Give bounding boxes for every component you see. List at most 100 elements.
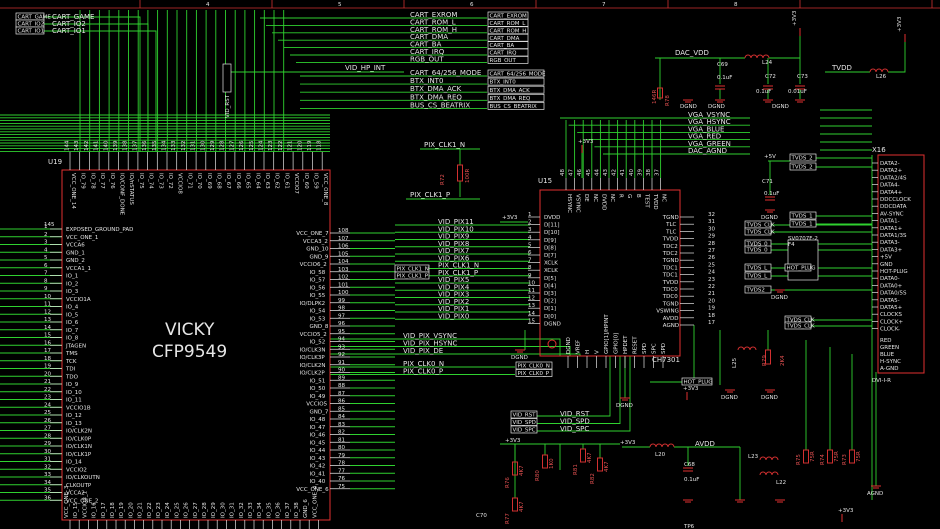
u15-left-label: D[11] (544, 223, 560, 229)
wire (44, 16, 141, 152)
u15-top-num: 42 (612, 169, 618, 176)
u19-right-num: 82 (338, 430, 345, 436)
tvds-flag: HOT_PLUG (784, 263, 815, 272)
pix-net-label: VID_PIX8 (438, 240, 469, 248)
cart-flag-right: RGB_OUT (487, 56, 529, 64)
tvds-flag: TVDS_1 (789, 211, 817, 220)
wire (888, 42, 906, 73)
u19-right-label: GND_10 (306, 247, 329, 253)
ruler-col-5: 5 (338, 2, 342, 8)
u19-left-label: IO_8 (66, 336, 79, 342)
r72-value: 100R (465, 169, 471, 183)
u19-right-label: IO_57 (310, 278, 326, 284)
tvds-flag: TVDS_1 (789, 219, 817, 228)
tvds-flag: TVDS_L (744, 271, 772, 280)
u19-pin-145: 145 (44, 222, 55, 228)
resistor-body (803, 449, 809, 464)
u19-bottom-label: IO_31 (230, 502, 236, 518)
power-label: +3V3 (897, 16, 903, 32)
c68-capacitor (683, 467, 693, 472)
resistor-body (765, 349, 771, 365)
ground-symbol (735, 499, 745, 503)
vga-net-label: VGA_VSYNC (688, 111, 730, 119)
tvds-flag-box (744, 227, 772, 236)
u15-bottom-label: VREF (576, 340, 582, 354)
u15-left-label: D[4] (544, 283, 556, 289)
cart-net-label: CART_GAME (52, 13, 94, 21)
termination-resistor (849, 449, 855, 464)
tvds-flag-text: TVDS_1 (791, 214, 813, 220)
u19-left-label: JTAGEN (65, 343, 86, 349)
u19-right-label: IO_53 (310, 316, 326, 322)
u15-right-label: TGND (662, 215, 679, 221)
ground-symbol: DGND (616, 397, 633, 409)
ctrl-net-label: VID_SPC (560, 425, 589, 433)
ground-symbol: DGND (511, 349, 528, 361)
u19-bottom-label: IO_18 (110, 502, 116, 518)
pix-net-label: VID_PIX11 (438, 218, 474, 226)
pix-net-label: VID_PIX4 (438, 283, 470, 291)
u19-top-num: 118 (317, 140, 323, 151)
u19-left-num: 23 (44, 395, 51, 401)
power-label: +3V3 (838, 508, 854, 514)
u19-right-num: 75 (338, 484, 345, 490)
u15-right-label: TDC2 (662, 244, 678, 250)
tvds-flag: TVDS_L (744, 263, 772, 272)
u19-left-num: 18 (44, 356, 51, 362)
termination-value: 75R (856, 451, 862, 462)
mid-net-label: BTX_INT0 (410, 77, 443, 85)
u19-bottom-label: IO_27 (193, 502, 199, 518)
u19-top-num: 141 (94, 141, 100, 152)
tvdd-label: TVDD (831, 64, 852, 72)
u19-top-num: 136 (142, 140, 148, 151)
u15-right-label: TDC0 (662, 294, 678, 300)
x16-pin-label: CLOCKS (880, 312, 902, 318)
clk0-flag-box (515, 361, 553, 370)
u19-right-label: IO_52 (310, 340, 326, 346)
termination-value: 75R (834, 451, 840, 462)
u15-right-num: 31 (708, 219, 715, 225)
u15-left-label: D[1] (544, 306, 556, 312)
cart-flag-left: CART_IO2 (15, 19, 45, 28)
u19-left-label: VCCA2 (66, 491, 85, 497)
vid-rst-flag (222, 63, 232, 93)
pullup-value: 4K7 (587, 452, 593, 463)
u19-bottom-label: IO_36 (276, 502, 282, 518)
tvds-flag-text: TVDS_0 (746, 248, 769, 254)
u19-right-num: 97 (338, 313, 345, 319)
x16-pin-label: +5V (880, 255, 892, 261)
u19-left-num: 9 (44, 286, 48, 292)
u19-top-num: 133 (171, 140, 177, 151)
pullup-value: 4K7 (519, 501, 525, 512)
power-label: +3V3 (578, 139, 594, 145)
l26-inductor (869, 68, 889, 73)
sync-net-label: VID_PIX_VSYNC (403, 332, 457, 340)
u15-right-label: TGND (662, 301, 679, 307)
clk0-flag-box (515, 369, 553, 377)
clk0-flag: PIX_CLK0_N (515, 361, 553, 370)
x16-vga-label: RED (880, 338, 892, 344)
clk0-net-label: PIX_CLK0_P (403, 368, 443, 376)
c71-value: 0.1uF (764, 191, 779, 197)
x16-pin-label: GND (880, 262, 893, 268)
u19-bottom-label: IO_26 (184, 502, 190, 518)
vga-net-label: VGA_HSYNC (688, 118, 731, 126)
u19-left-num: 8 (44, 278, 48, 284)
cart-flag-right-text: CART_BA (490, 43, 515, 49)
ground-symbol: DGND (771, 289, 788, 301)
sync-net-label: VID_PIX_DE (403, 347, 443, 355)
u19-right-label: IO_42 (310, 464, 326, 470)
u19-left-num: 4 (44, 247, 48, 253)
u19-top-label: IO_76 (109, 173, 115, 189)
u19-left-label: IO_5 (66, 312, 79, 318)
u19-top-label: IO_78 (89, 173, 95, 189)
resistor-body (597, 457, 603, 472)
ctrl-net-label: VID_SPD (560, 418, 590, 426)
u19-left-label: IO/CLK2N (66, 429, 92, 435)
u19-top-label: IO_67 (225, 173, 231, 189)
esd-ref: SV0707F-2 (788, 236, 818, 242)
u19-top-label: IO/nSTATUS (128, 173, 134, 205)
u19-top-label: IO_59 (313, 173, 319, 189)
pullup-ref: R77 (505, 513, 511, 524)
u19-left-label: VCCIO2 (66, 467, 87, 473)
